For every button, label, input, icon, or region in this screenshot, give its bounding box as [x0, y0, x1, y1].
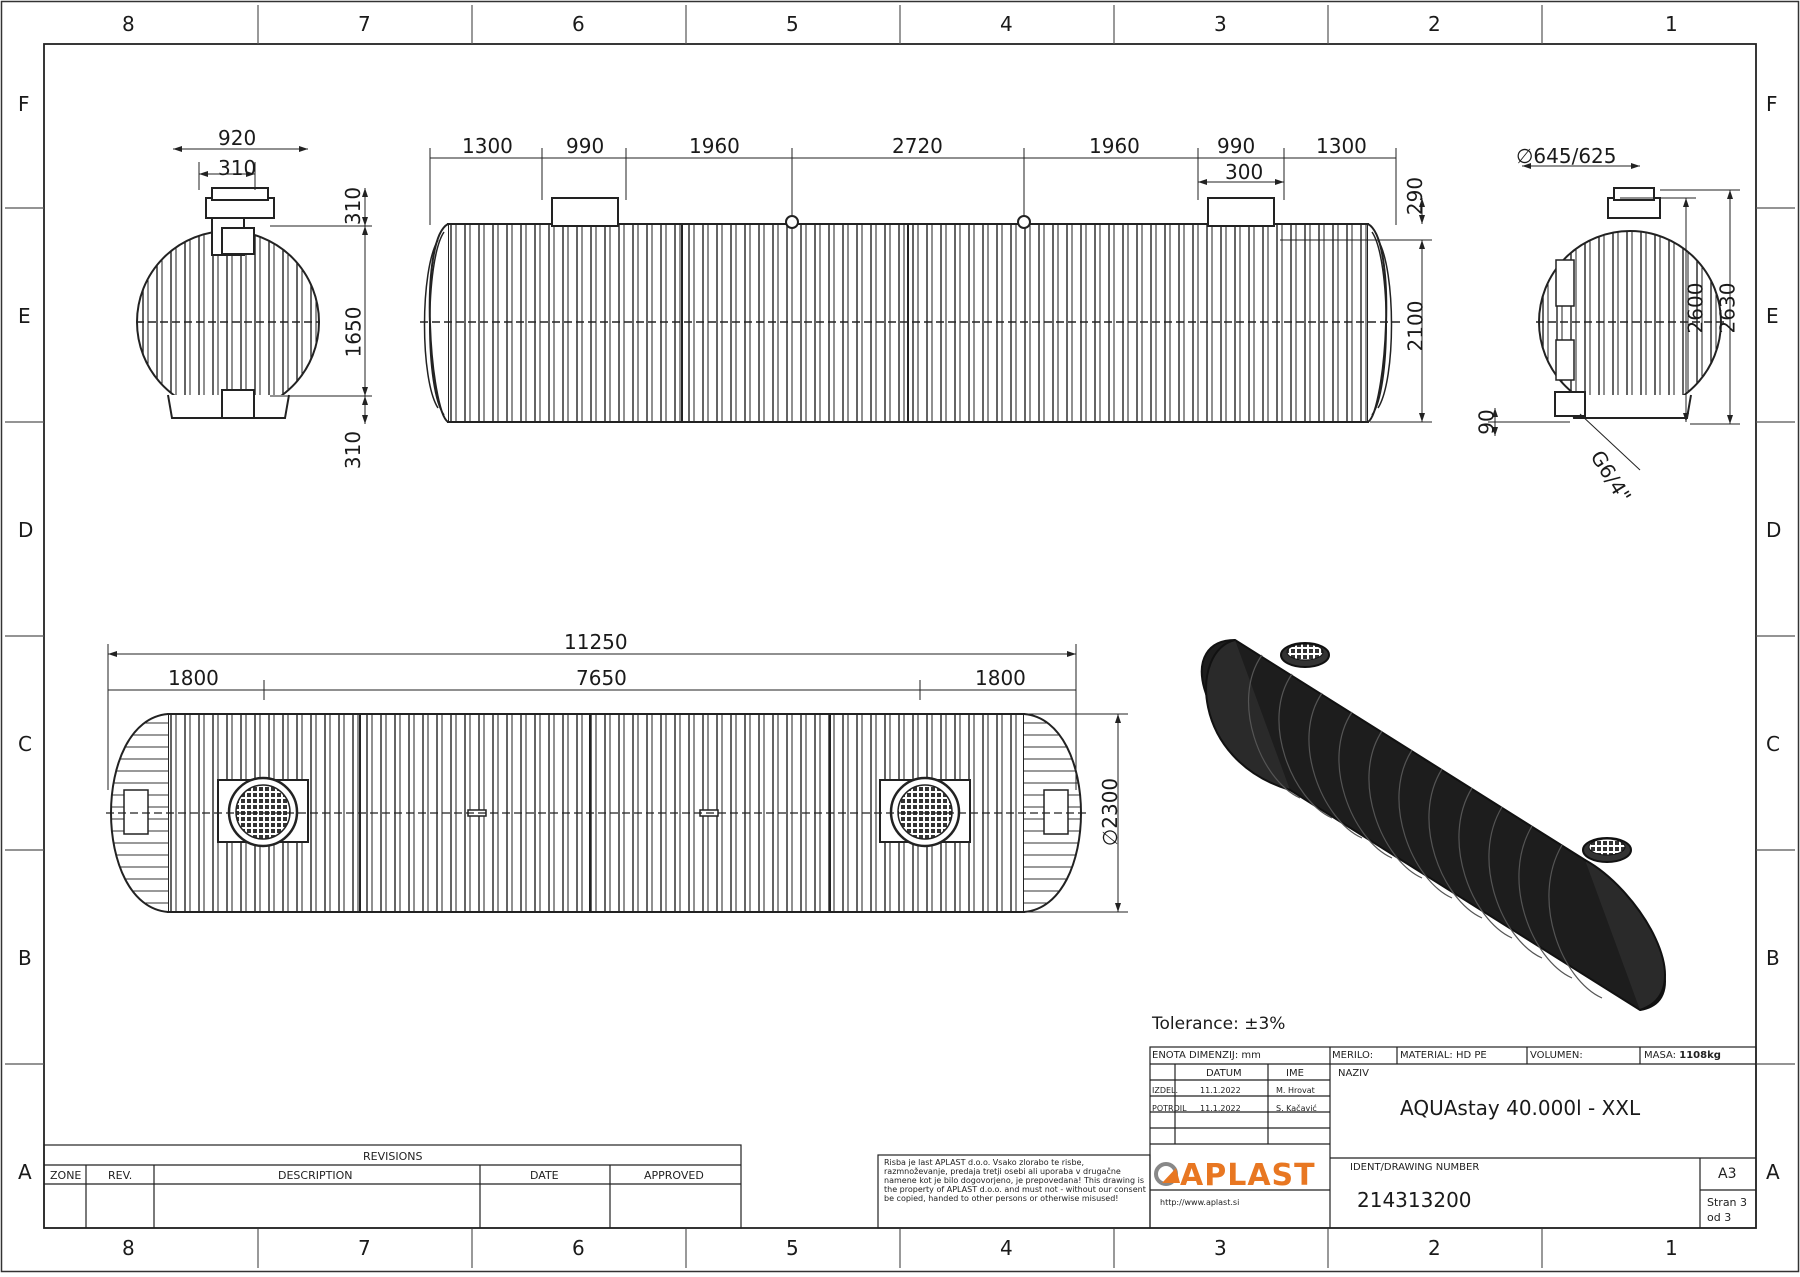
dim-label: 300 — [1225, 160, 1264, 184]
row-label: C — [1766, 732, 1780, 756]
row-label: B — [18, 946, 32, 970]
dim-label: 990 — [1217, 134, 1256, 158]
dim-label: 2100 — [1403, 300, 1428, 352]
col-label: 7 — [358, 1236, 371, 1260]
row-label: E — [1766, 304, 1779, 328]
drawn-date: 11.1.2022 — [1200, 1086, 1241, 1095]
col-label: 5 — [786, 12, 799, 36]
volume-label: VOLUMEN: — [1530, 1050, 1583, 1061]
row-label: D — [1766, 518, 1782, 542]
date-header: DATUM — [1206, 1068, 1242, 1079]
unit-label: ENOTA DIMENZIJ: mm — [1152, 1050, 1261, 1061]
dim-label: 2630 — [1715, 282, 1740, 334]
col-label: 4 — [1000, 12, 1013, 36]
row-label: C — [18, 732, 32, 756]
drawn-name: M. Hrovat — [1276, 1086, 1315, 1095]
end-view — [1488, 163, 1740, 471]
sheet-format: A3 — [1718, 1166, 1737, 1182]
dim-label: 1300 — [462, 134, 513, 158]
material-label: MATERIAL: HD PE — [1400, 1050, 1487, 1061]
dim-label: 1960 — [1089, 134, 1140, 158]
revision-header-date: DATE — [530, 1169, 559, 1182]
row-label: E — [18, 304, 31, 328]
dim-label: 90 — [1474, 409, 1499, 435]
aplast-logo-mark — [1154, 1162, 1180, 1186]
title-block — [43, 1046, 1757, 1229]
revisions-title: REVISIONS — [363, 1150, 423, 1163]
dim-label: 1800 — [975, 666, 1026, 690]
drawing-number: 214313200 — [1357, 1188, 1472, 1212]
col-label: 1 — [1665, 12, 1678, 36]
tolerance-note: Tolerance: ±3% — [1152, 1014, 1286, 1034]
col-label: 7 — [358, 12, 371, 36]
front-view — [136, 146, 372, 424]
col-label: 5 — [786, 1236, 799, 1260]
col-label: 2 — [1428, 12, 1441, 36]
dim-label: 310 — [218, 156, 257, 180]
dim-label: 990 — [566, 134, 605, 158]
col-label: 3 — [1214, 1236, 1227, 1260]
dim-label: 1300 — [1316, 134, 1367, 158]
row-label: F — [1766, 92, 1778, 116]
approved-date: 11.1.2022 — [1200, 1104, 1241, 1113]
dim-label: 1800 — [168, 666, 219, 690]
side-view — [420, 148, 1432, 423]
revision-header-zone: ZONE — [50, 1169, 82, 1182]
title-label: NAZIV — [1338, 1068, 1369, 1079]
page-count: od 3 — [1707, 1211, 1732, 1224]
row-label: A — [1766, 1160, 1780, 1184]
dim-label: 1960 — [689, 134, 740, 158]
row-label: F — [18, 92, 30, 116]
dim-label: 310 — [341, 430, 366, 470]
approved-label: POTRDIL — [1152, 1104, 1187, 1113]
mass-label: MASA: 1108kg — [1644, 1050, 1721, 1061]
website-link[interactable]: http://www.aplast.si — [1160, 1198, 1240, 1207]
aplast-logo: APLAST — [1180, 1158, 1316, 1193]
legal-notice: Risba je last APLAST d.o.o. Vsako zlorab… — [884, 1158, 1146, 1203]
dim-label: 2720 — [892, 134, 943, 158]
col-label: 6 — [572, 1236, 585, 1260]
dim-label: ∅645/625 — [1516, 144, 1617, 168]
col-label: 4 — [1000, 1236, 1013, 1260]
col-label: 8 — [122, 1236, 135, 1260]
row-label: D — [18, 518, 34, 542]
revision-header-rev: REV. — [108, 1169, 133, 1182]
drawn-label: IZDEL. — [1152, 1086, 1179, 1095]
col-label: 2 — [1428, 1236, 1441, 1260]
dim-label: 2600 — [1683, 282, 1708, 334]
dim-label: 920 — [218, 126, 257, 150]
ident-label: IDENT/DRAWING NUMBER — [1350, 1162, 1480, 1173]
dim-label: ∅2300 — [1098, 777, 1123, 847]
top-view — [106, 644, 1128, 913]
scale-label: MERILO: — [1332, 1050, 1374, 1061]
col-label: 3 — [1214, 12, 1227, 36]
col-label: 6 — [572, 12, 585, 36]
col-label: 8 — [122, 12, 135, 36]
col-label: 1 — [1665, 1236, 1678, 1260]
revision-header-approved: APPROVED — [644, 1169, 704, 1182]
row-label: A — [18, 1160, 32, 1184]
dim-label: 11250 — [564, 630, 628, 654]
approved-name: S. Kačavić — [1276, 1104, 1317, 1113]
row-label: B — [1766, 946, 1780, 970]
isometric-render — [1200, 638, 1666, 1012]
dim-label: 290 — [1403, 176, 1428, 216]
drawing-title: AQUAstay 40.000l - XXL — [1400, 1096, 1641, 1120]
name-header: IME — [1286, 1068, 1304, 1079]
revision-header-description: DESCRIPTION — [278, 1169, 353, 1182]
dim-label: 1650 — [341, 306, 366, 358]
dim-label: 310 — [341, 186, 366, 226]
dim-label: 7650 — [576, 666, 627, 690]
page-number: Stran 3 — [1707, 1196, 1748, 1209]
